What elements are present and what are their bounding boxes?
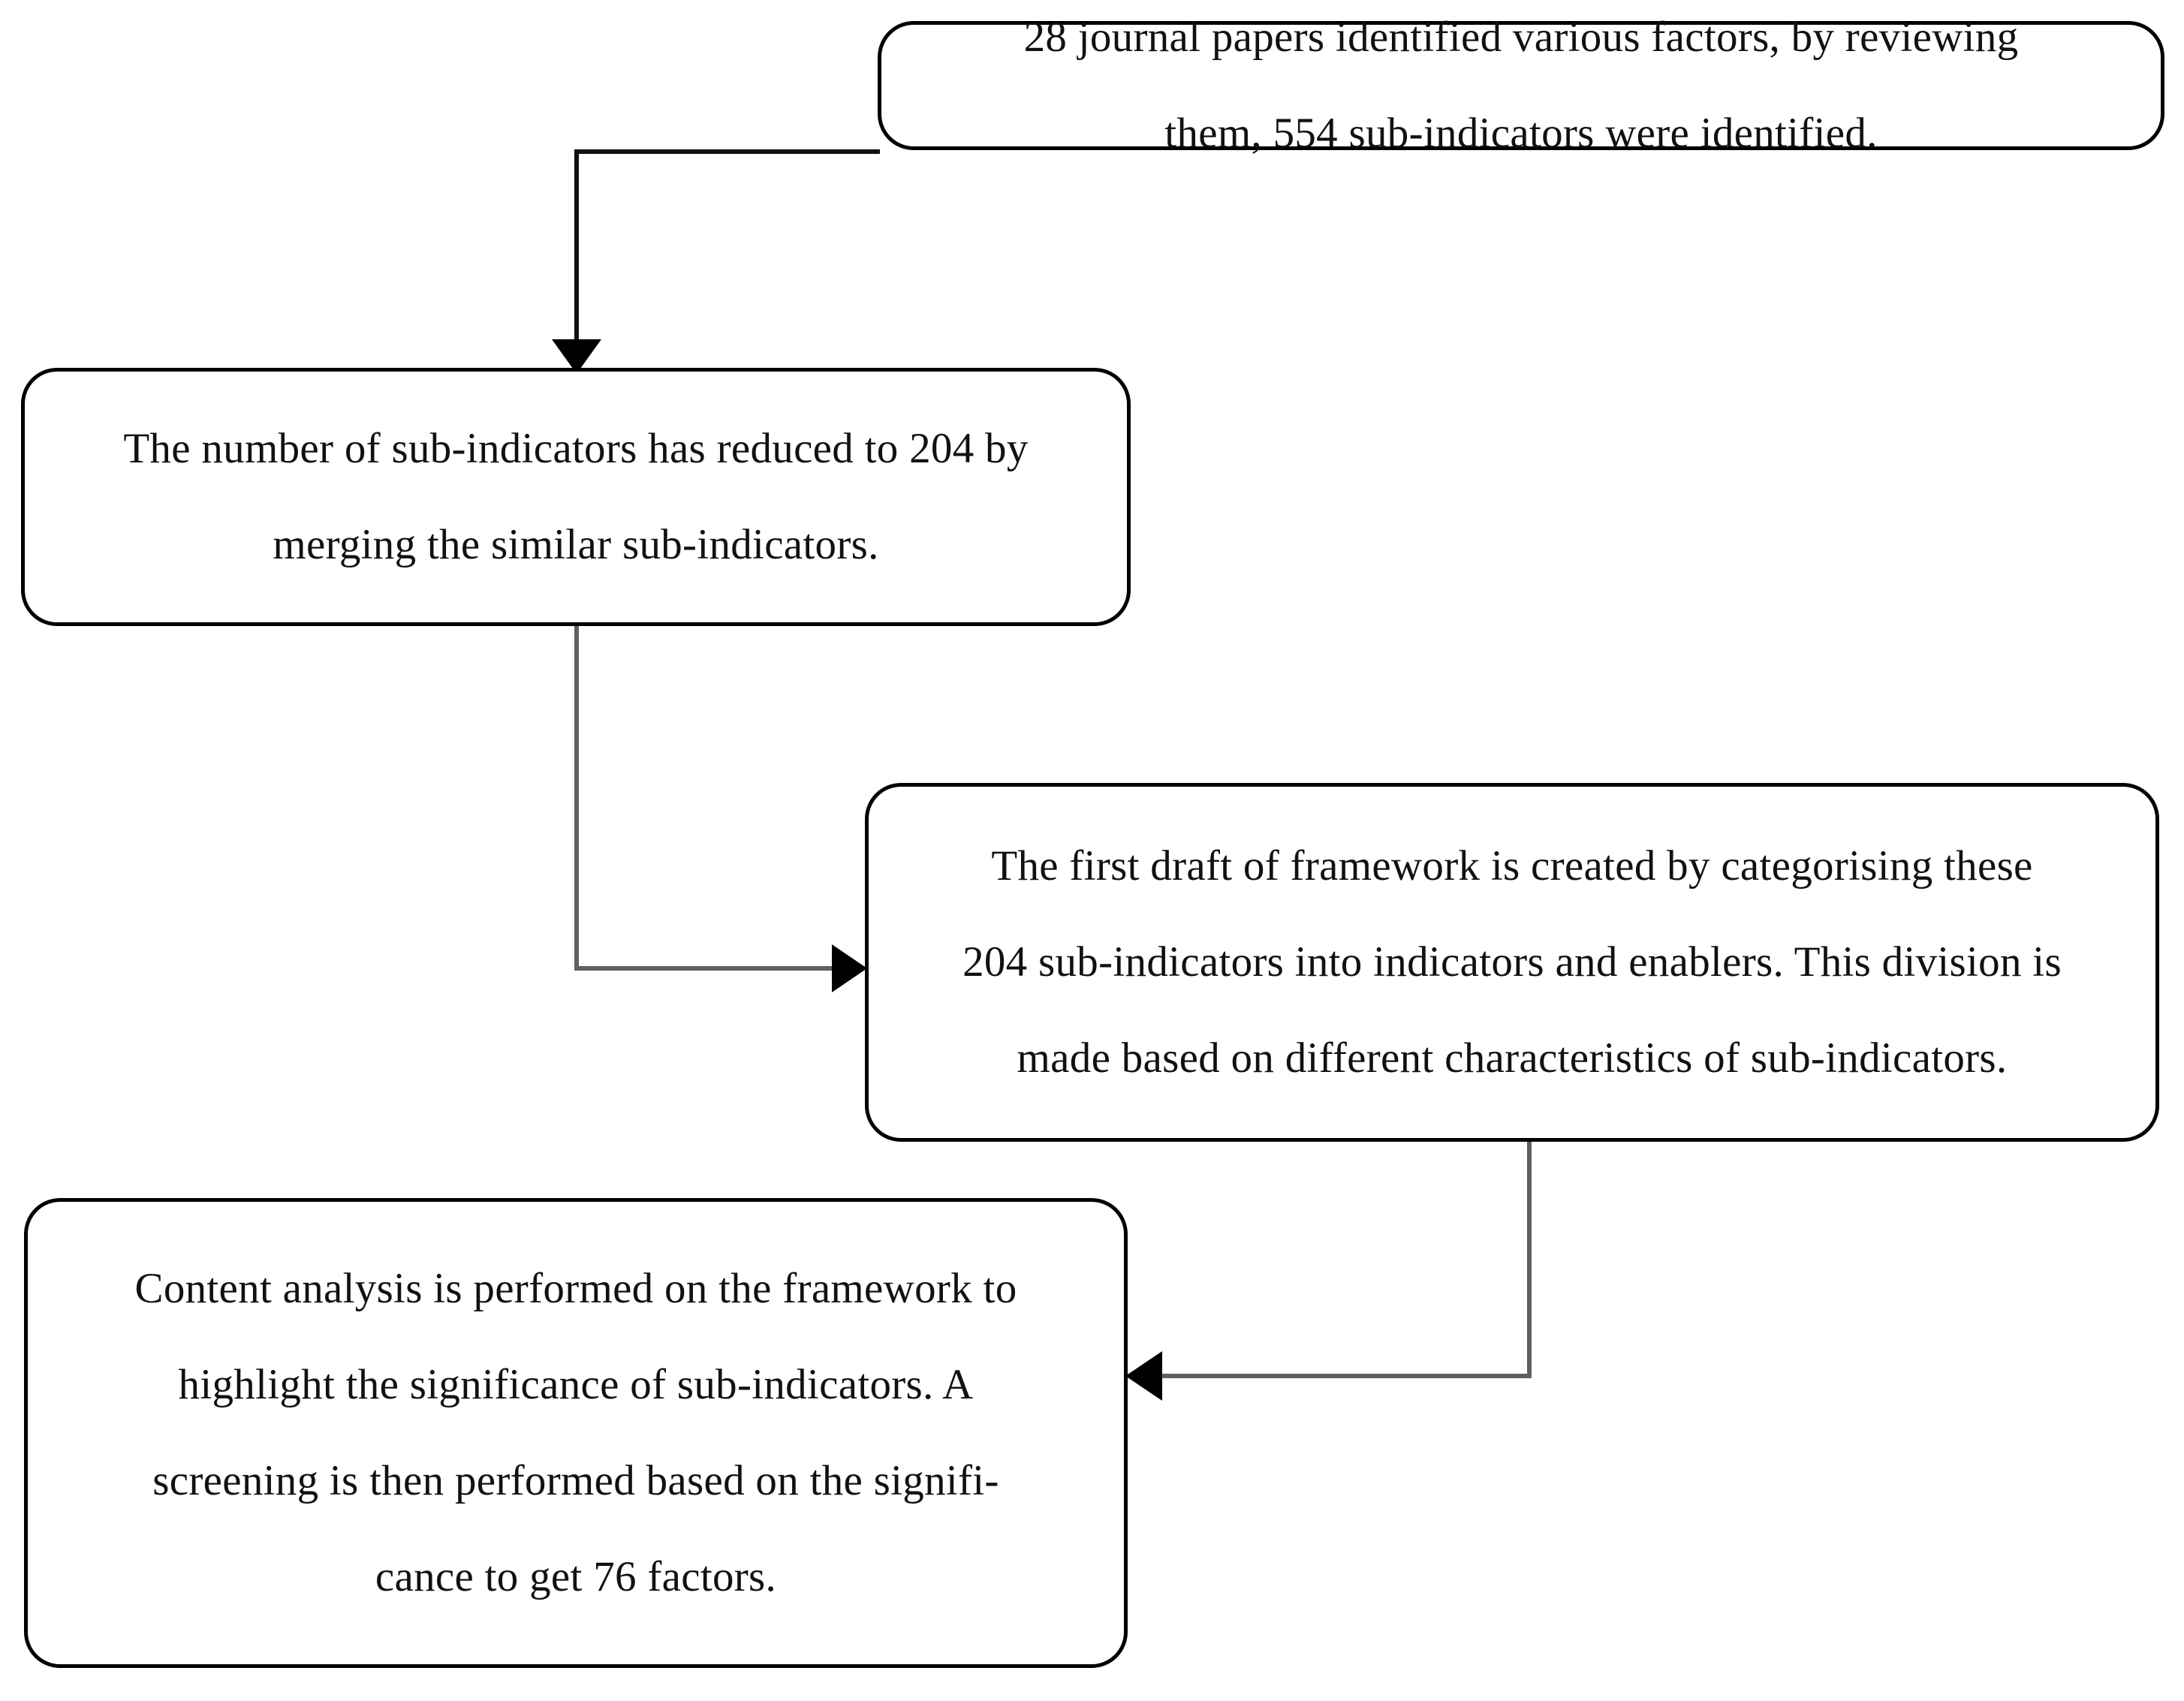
box-text-line: made based on different characteristics …	[1017, 1034, 2008, 1082]
box-text-line: The first draft of framework is created …	[991, 842, 2033, 890]
content-analysis-box: Content analysis is performed on the fra…	[24, 1198, 1128, 1668]
merged-sub-indicators-box: The number of sub-indicators has reduced…	[21, 368, 1131, 626]
box-text-line: highlight the significance of sub-indica…	[178, 1361, 974, 1408]
arrow-box1-to-box2	[552, 149, 880, 374]
box-text-line: merging the similar sub-indicators.	[273, 521, 879, 568]
box-text-line: The number of sub-indicators has reduced…	[123, 425, 1029, 472]
box-text-line: 204 sub-indicators into indicators and e…	[962, 938, 2062, 986]
arrow-box3-to-box4	[1125, 1141, 1532, 1401]
box-text-line: cance to get 76 factors.	[375, 1553, 777, 1600]
box-text-line: 28 journal papers identified various fac…	[1023, 14, 2019, 61]
box-text-line: them, 554 sub-indicators were identified…	[1164, 110, 1878, 157]
journal-papers-box: 28 journal papers identified various fac…	[878, 14, 2164, 157]
first-draft-framework-box: The first draft of framework is created …	[865, 783, 2159, 1142]
box-text-line: screening is then performed based on the…	[152, 1457, 999, 1504]
arrow-box2-to-box3	[574, 625, 867, 992]
box-text-line: Content analysis is performed on the fra…	[134, 1265, 1017, 1312]
